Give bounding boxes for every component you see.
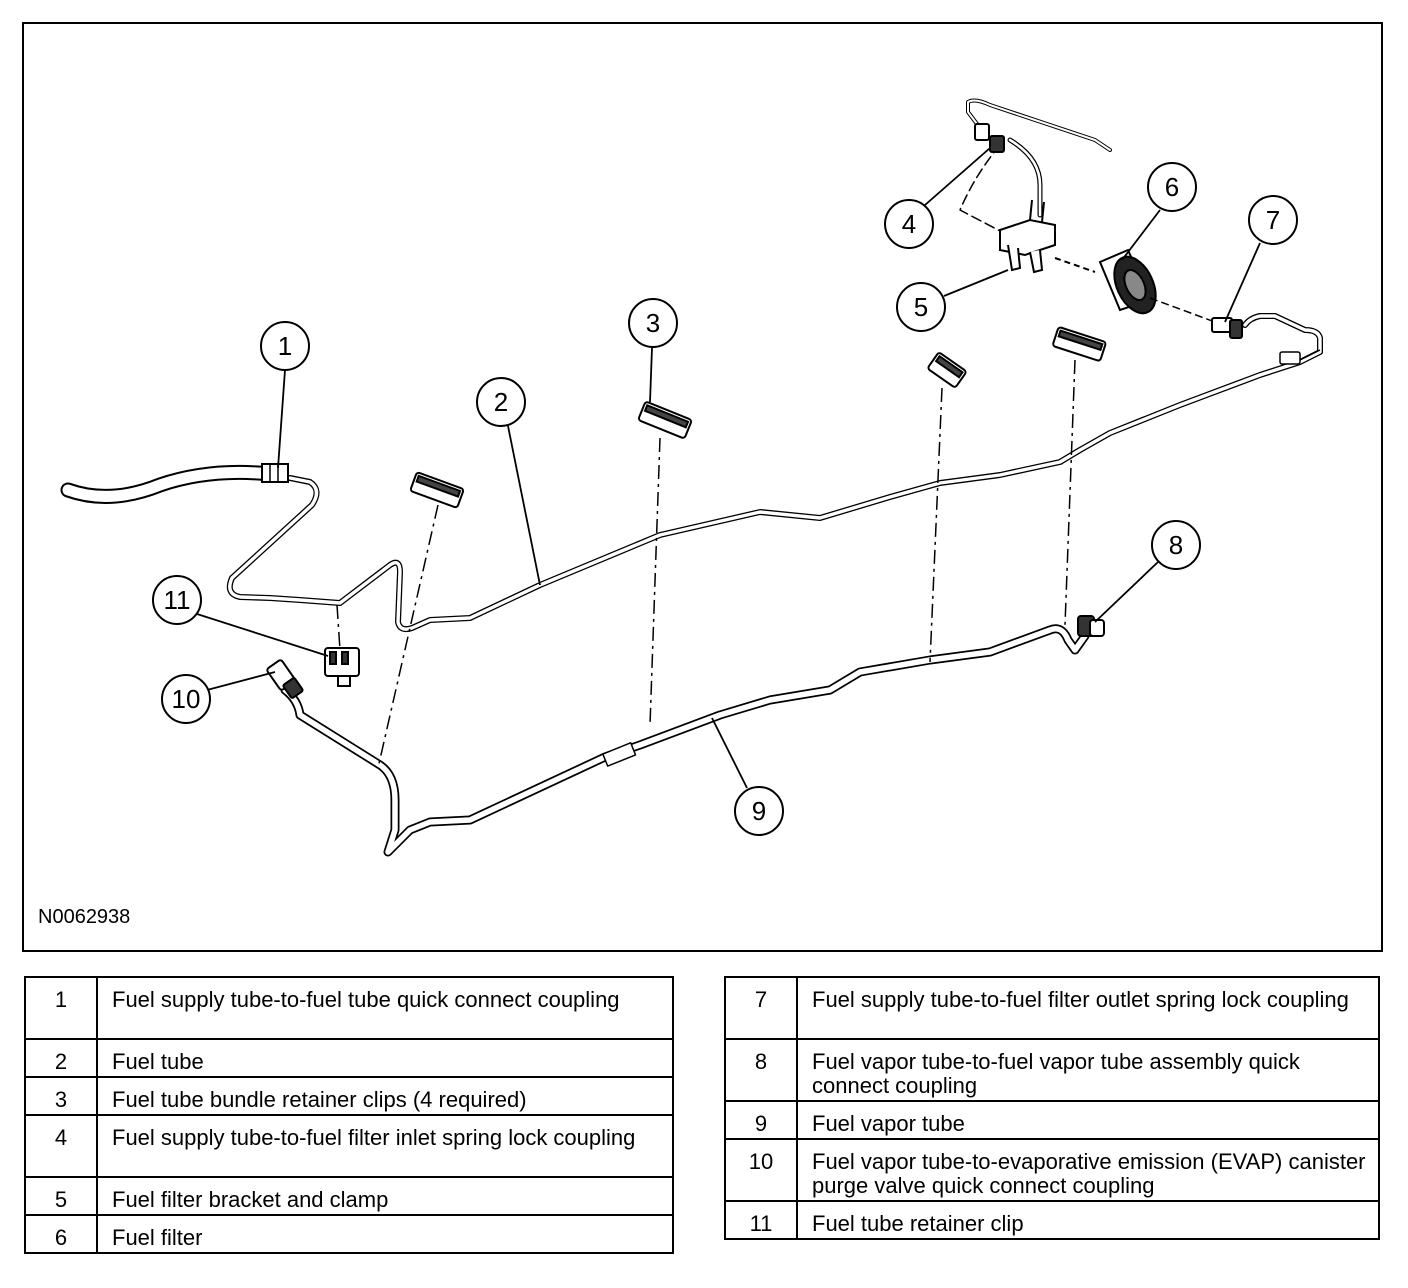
callout-7: 7 [1248,195,1298,245]
legend-num: 6 [24,1214,98,1254]
legend-num: 9 [724,1100,798,1140]
fuel-vapor-tube [280,624,1090,857]
legend-num: 3 [24,1076,98,1116]
callout-3-label: 3 [646,308,660,338]
fuel-tube [226,313,1323,633]
callouts: 1 2 3 4 5 6 7 8 [152,162,1298,836]
legend-num: 11 [724,1200,798,1240]
callout-6: 6 [1147,162,1197,212]
retainer-clip-d [1052,326,1107,362]
retainer-clip-c [927,352,967,388]
callout-9: 9 [734,786,784,836]
legend-text: Fuel filter bracket and clamp [96,1176,674,1216]
diagram-frame [22,22,1383,952]
callout-4: 4 [884,199,934,249]
fuel-filter [1054,248,1216,323]
callout-5: 5 [896,282,946,332]
legend-row: 7 Fuel supply tube-to-fuel filter outlet… [724,976,1380,1040]
legend-row: 2 Fuel tube [24,1038,674,1078]
callout-11: 11 [152,575,202,625]
leader-lines [196,147,1261,789]
fuel-tube-end-connector [1279,349,1321,365]
retainer-clip-b [637,401,693,439]
legend-table-left: 1 Fuel supply tube-to-fuel tube quick co… [24,976,674,1254]
legend-row: 6 Fuel filter [24,1214,674,1254]
legend-text: Fuel vapor tube-to-fuel vapor tube assem… [796,1038,1380,1102]
legend-row: 10 Fuel vapor tube-to-evaporative emissi… [724,1138,1380,1202]
legend-row: 3 Fuel tube bundle retainer clips (4 req… [24,1076,674,1116]
legend-text: Fuel tube bundle retainer clips (4 requi… [96,1076,674,1116]
callout-5-label: 5 [914,292,928,322]
fuel-line-diagram: 1 2 3 4 5 6 7 8 [60,98,1323,857]
legend-num: 10 [724,1138,798,1202]
evap-quick-connect-coupling [266,659,304,699]
retainer-clip-a [409,471,465,509]
legend-num: 7 [724,976,798,1040]
fuel-filter-bracket [999,199,1056,274]
retainer-clips [409,326,1107,509]
callout-2-label: 2 [494,387,508,417]
legend-text: Fuel tube [96,1038,674,1078]
legend-text: Fuel filter [96,1214,674,1254]
legend-num: 4 [24,1114,98,1178]
legend-num: 5 [24,1176,98,1216]
legend-num: 8 [724,1038,798,1102]
legend-text: Fuel supply tube-to-fuel tube quick conn… [96,976,674,1040]
legend-num: 1 [24,976,98,1040]
inlet-spring-lock-coupling [974,123,1005,153]
callout-11-label: 11 [164,585,191,615]
fuel-tube-retainer-clip [324,647,360,687]
legend-num: 2 [24,1038,98,1078]
callout-3: 3 [628,298,678,348]
filter-inlet-tube [959,98,1112,233]
vapor-quick-connect-coupling [1077,615,1105,637]
callout-7-label: 7 [1266,205,1280,235]
callout-8: 8 [1151,520,1201,570]
legend-row: 4 Fuel supply tube-to-fuel filter inlet … [24,1114,674,1178]
callout-4-label: 4 [902,209,916,239]
callout-9-label: 9 [752,796,766,826]
callout-1-label: 1 [278,331,292,361]
legend-text: Fuel vapor tube [796,1100,1380,1140]
callout-1: 1 [260,321,310,371]
callout-10-label: 10 [172,684,201,714]
callout-2: 2 [476,377,526,427]
fuel-supply-hose [60,463,289,504]
legend-text: Fuel tube retainer clip [796,1200,1380,1240]
legend-row: 1 Fuel supply tube-to-fuel tube quick co… [24,976,674,1040]
legend-text: Fuel vapor tube-to-evaporative emission … [796,1138,1380,1202]
legend-row: 8 Fuel vapor tube-to-fuel vapor tube ass… [724,1038,1380,1102]
callout-6-label: 6 [1165,172,1179,202]
callout-8-label: 8 [1169,530,1183,560]
diagram-id: N0062938 [38,906,131,928]
legend-text: Fuel supply tube-to-fuel filter inlet sp… [96,1114,674,1178]
callout-10: 10 [161,674,211,724]
legend-row: 11 Fuel tube retainer clip [724,1200,1380,1240]
legend-text: Fuel supply tube-to-fuel filter outlet s… [796,976,1380,1040]
outlet-spring-lock-coupling [1211,317,1243,339]
alignment-lines [336,359,1076,769]
legend-table-right: 7 Fuel supply tube-to-fuel filter outlet… [724,976,1380,1240]
legend-row: 5 Fuel filter bracket and clamp [24,1176,674,1216]
legend-row: 9 Fuel vapor tube [724,1100,1380,1140]
